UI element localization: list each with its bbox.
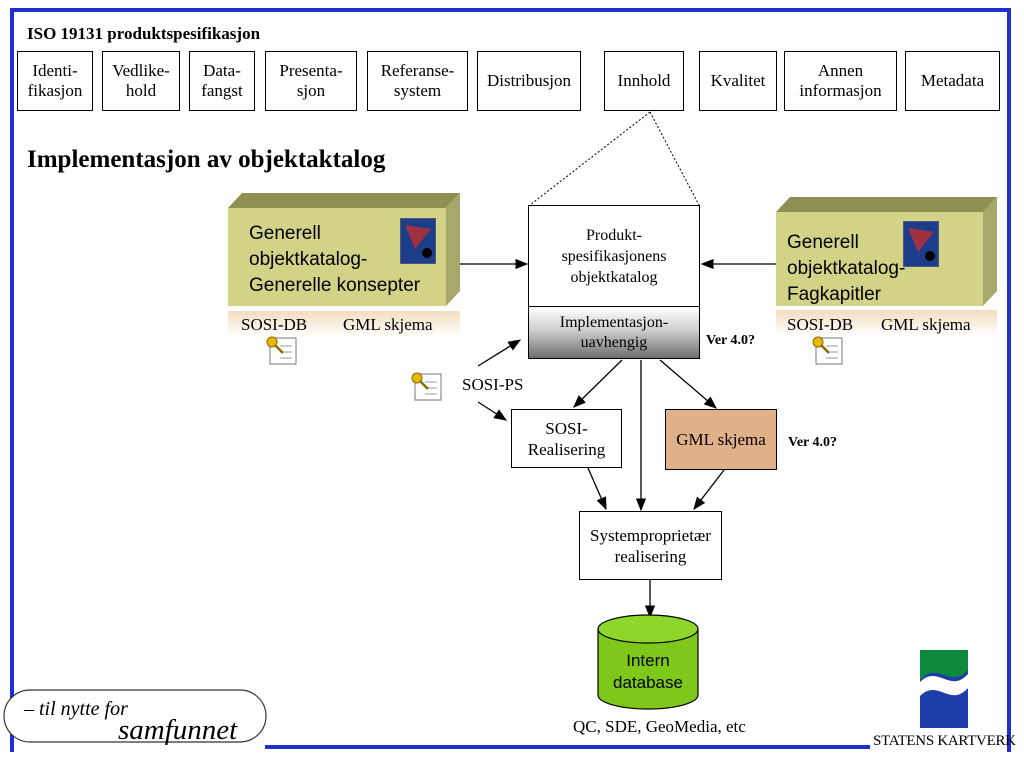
- bottom-rule: [265, 745, 870, 749]
- left-gml-label: GML skjema: [343, 315, 433, 334]
- slogan-line-2: samfunnet: [118, 714, 238, 746]
- section-title: Implementasjon av objektaktalog: [27, 146, 386, 173]
- gml-schema-box: GML skjema: [665, 409, 777, 470]
- right-schema-band: [776, 310, 997, 336]
- version-note: Ver 4.0?: [706, 333, 755, 348]
- tab-innhold[interactable]: Innhold: [604, 51, 684, 111]
- system-proprietary-box: Systemproprietær realisering: [579, 511, 722, 580]
- tab-datafangst[interactable]: Data- fangst: [189, 51, 255, 111]
- impl-independent-box: Implementasjon- uavhengig: [528, 306, 700, 359]
- right-sosi-db-label: SOSI-DB: [787, 315, 854, 334]
- page-heading: ISO 19131 produktspesifikasjon: [27, 24, 261, 43]
- right-block-shape: [776, 197, 997, 306]
- tab-referansesystem[interactable]: Referanse- system: [367, 51, 468, 111]
- tab-presentasjon[interactable]: Presenta- sjon: [265, 51, 357, 111]
- statens-kartverk-logo-icon: [920, 650, 968, 728]
- slogan-logo: – til nytte for samfunnet: [0, 688, 268, 752]
- right-gml-label: GML skjema: [881, 315, 971, 334]
- database-cylinder: [597, 614, 699, 710]
- key-document-icon: [411, 372, 442, 401]
- slogan-line-1: – til nytte for: [24, 698, 128, 720]
- key-document-icon: [812, 336, 843, 365]
- right-catalog-text: Generell objektkatalog- Fagkapitler: [787, 232, 906, 305]
- left-sosi-db-label: SOSI-DB: [241, 315, 308, 334]
- product-spec-catalog-box: Produkt- spesifikasjonens objektkatalog: [528, 205, 700, 307]
- tab-kvalitet[interactable]: Kvalitet: [699, 51, 777, 111]
- tab-metadata[interactable]: Metadata: [905, 51, 1000, 111]
- tab-distribusjon[interactable]: Distribusjon: [477, 51, 581, 111]
- left-catalog-text: Generell objektkatalog- Generelle konsep…: [249, 223, 421, 296]
- database-label: Intern database: [613, 651, 683, 692]
- left-schema-band: [228, 311, 460, 337]
- organisation-name: STATENS KARTVERK: [873, 733, 1016, 749]
- sosi-realisering-box: SOSI- Realisering: [511, 409, 622, 468]
- tab-annen-informasjon[interactable]: Annen informasjon: [784, 51, 897, 111]
- database-caption: QC, SDE, GeoMedia, etc: [573, 717, 746, 736]
- sosi-ps-label: SOSI-PS: [462, 375, 524, 394]
- version-note: Ver 4.0?: [788, 435, 837, 450]
- catalog-book-icon: [903, 221, 939, 267]
- key-document-icon: [266, 336, 297, 365]
- catalog-book-icon: [400, 218, 436, 264]
- slide-frame: [10, 8, 1011, 752]
- tab-identifikasjon[interactable]: Identi- fikasjon: [17, 51, 93, 111]
- tab-vedlikehold[interactable]: Vedlike- hold: [102, 51, 180, 111]
